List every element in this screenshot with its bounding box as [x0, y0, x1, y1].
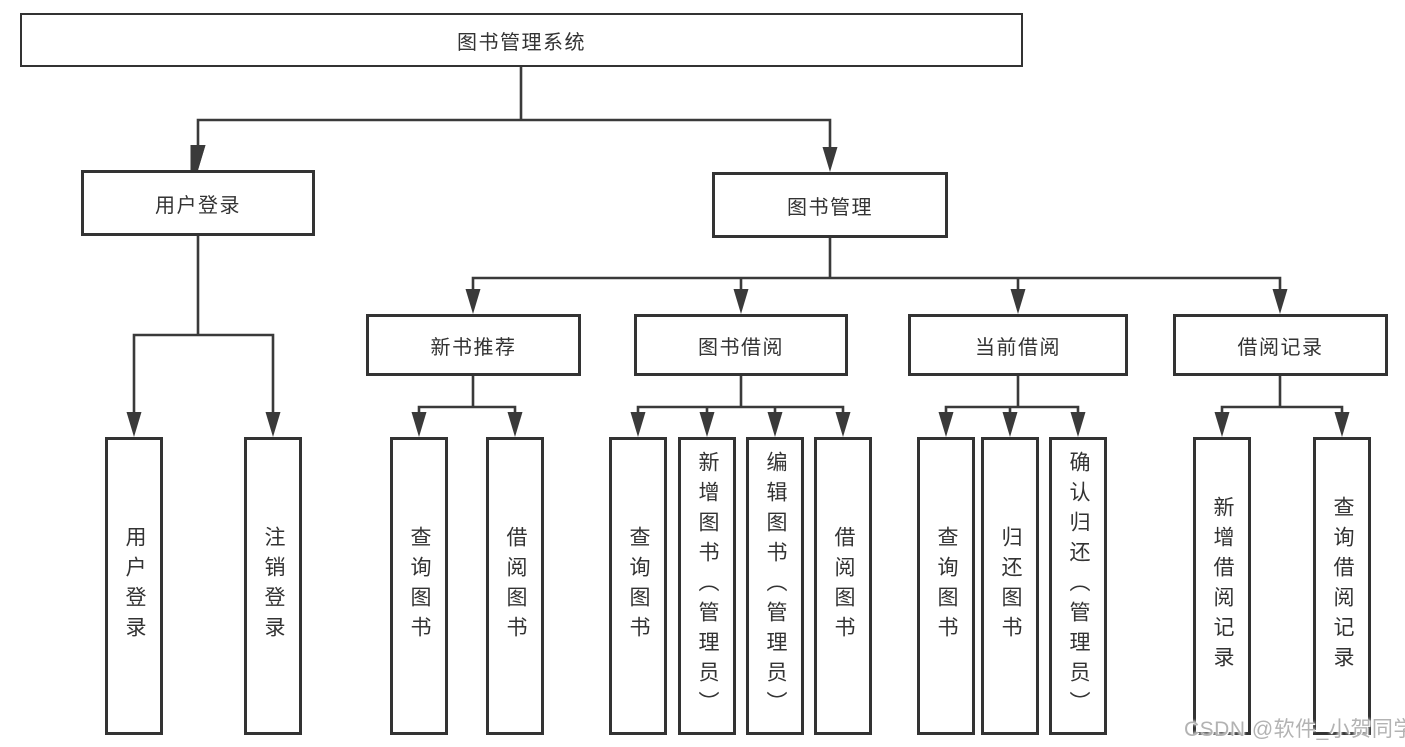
leaf-edit-books-admin: 编辑图书（管理员）: [746, 437, 804, 735]
leaf-label: 查询图书: [627, 526, 650, 646]
arrow-head: [1272, 289, 1288, 314]
node-user-login: 用户登录: [81, 170, 315, 236]
node-book-management: 图书管理: [712, 172, 948, 238]
leaf-return-books: 归还图书: [981, 437, 1039, 735]
arrow-head: [1334, 412, 1350, 437]
node-new-book-recommend: 新书推荐: [366, 314, 581, 376]
leaf-label: 借阅图书: [832, 526, 855, 646]
leaf-label: 借阅图书: [504, 526, 527, 646]
node-label: 借阅记录: [1237, 336, 1324, 359]
node-label: 新书推荐: [430, 336, 517, 359]
leaf-borrow-books-newbook: 借阅图书: [486, 437, 544, 735]
leaf-user-login: 用户登录: [105, 437, 163, 735]
leaf-query-borrow-record: 查询借阅记录: [1313, 437, 1371, 735]
arrow-head: [822, 147, 838, 172]
arrow-head: [507, 412, 523, 437]
leaf-query-books-borrow: 查询图书: [609, 437, 667, 735]
arrow-head: [1002, 412, 1018, 437]
node-label: 图书管理: [787, 196, 873, 219]
arrow-head: [465, 289, 481, 314]
connector-new-book-children: [417, 376, 517, 414]
leaf-label: 查询图书: [935, 526, 958, 646]
arrow-head: [699, 412, 715, 437]
node-label: 用户登录: [155, 194, 241, 217]
leaf-label: 确认归还（管理员）: [1067, 451, 1090, 721]
arrow-head: [1070, 412, 1086, 437]
leaf-label: 新增借阅记录: [1211, 496, 1234, 676]
leaf-label: 用户登录: [123, 526, 146, 646]
leaf-label: 注销登录: [262, 526, 285, 646]
connector-root-to-level2: [196, 67, 832, 148]
leaf-confirm-return-admin: 确认归还（管理员）: [1049, 437, 1107, 735]
connector-book-management-children: [471, 238, 1282, 291]
arrow-head: [1010, 289, 1026, 314]
node-label: 图书管理系统: [457, 31, 586, 54]
leaf-borrow-books-borrow: 借阅图书: [814, 437, 872, 735]
arrow-head: [411, 412, 427, 437]
connector-current-borrow-children: [944, 376, 1080, 414]
arrow-head: [126, 412, 142, 437]
leaf-query-books-newbook: 查询图书: [390, 437, 448, 735]
connector-user-login-children: [132, 236, 275, 414]
leaf-query-books-current: 查询图书: [917, 437, 975, 735]
node-current-borrow: 当前借阅: [908, 314, 1128, 376]
leaf-label: 编辑图书（管理员）: [764, 451, 787, 721]
node-library-management-system: 图书管理系统: [20, 13, 1023, 67]
arrow-head: [1214, 412, 1230, 437]
leaf-label: 查询借阅记录: [1331, 496, 1354, 676]
leaf-label: 新增图书（管理员）: [696, 451, 719, 721]
node-label: 图书借阅: [698, 336, 784, 359]
arrow-head: [938, 412, 954, 437]
arrow-head: [265, 412, 281, 437]
connector-borrow-records-children: [1220, 376, 1344, 414]
leaf-logout: 注销登录: [244, 437, 302, 735]
leaf-label: 查询图书: [408, 526, 431, 646]
arrow-head: [835, 412, 851, 437]
node-book-borrow: 图书借阅: [634, 314, 848, 376]
arrow-head: [190, 145, 206, 170]
connector-book-borrow-children: [636, 376, 845, 414]
node-borrow-records: 借阅记录: [1173, 314, 1388, 376]
node-label: 当前借阅: [975, 336, 1061, 359]
arrow-head: [733, 289, 749, 314]
arrow-head: [767, 412, 783, 437]
arrow-head: [630, 412, 646, 437]
csdn-watermark: CSDN @软件_小贺同学: [1184, 718, 1405, 741]
leaf-add-borrow-record: 新增借阅记录: [1193, 437, 1251, 735]
leaf-add-books-admin: 新增图书（管理员）: [678, 437, 736, 735]
leaf-label: 归还图书: [999, 526, 1022, 646]
